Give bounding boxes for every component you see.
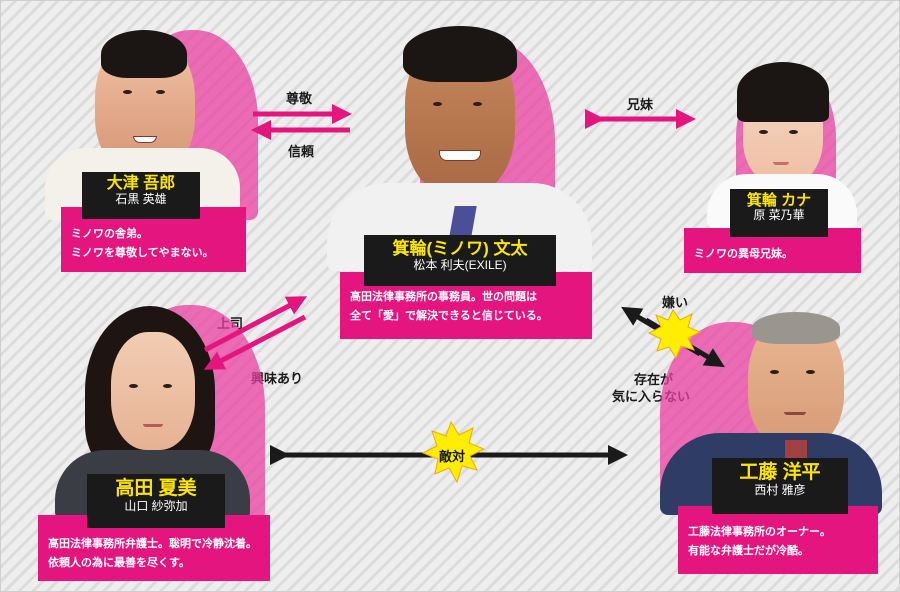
character-name-takada: 高田 夏美 山口 紗弥加 bbox=[87, 474, 225, 528]
relation-label-hostility: 敵対 bbox=[439, 446, 465, 465]
character-name-kana: 箕輪 カナ 原 菜乃華 bbox=[730, 189, 828, 237]
character-desc-kudo: 工藤法律事務所のオーナー。有能な弁護士だが冷酷。 bbox=[678, 506, 878, 574]
character-name-otsu: 大津 吾郎 石黒 英雄 bbox=[82, 172, 200, 219]
relation-label-dislike: 嫌い bbox=[662, 292, 688, 311]
character-name-minowa: 箕輪(ミノワ) 文太 松本 利夫(EXILE) bbox=[364, 235, 556, 286]
character-name-kudo: 工藤 洋平 西村 雅彦 bbox=[712, 458, 848, 514]
